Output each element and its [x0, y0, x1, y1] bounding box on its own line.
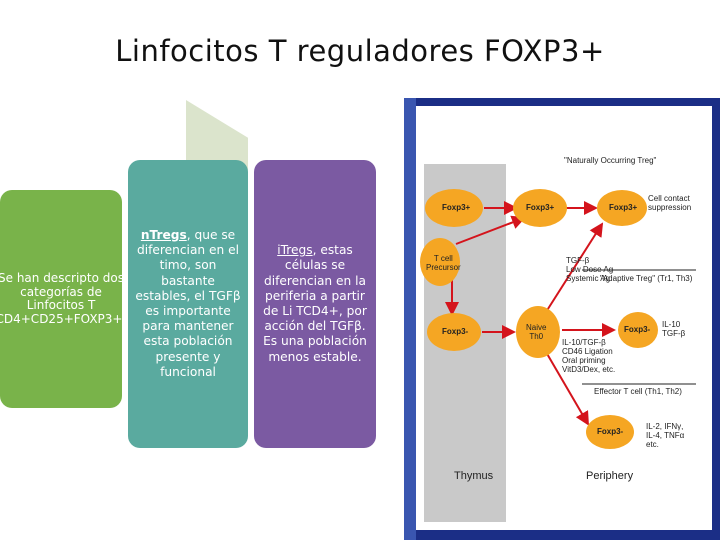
t-cell-precursor-node — [420, 238, 460, 286]
naive-th0-label: Naive Th0 — [526, 323, 547, 341]
itregs-description: , estas células se diferencian en la per… — [263, 243, 367, 364]
ntregs-term: nTregs — [140, 227, 187, 242]
il10-conditions-label: IL-10/TGF-β CD46 Ligation Oral priming V… — [562, 338, 616, 374]
treg-diagram-svg — [420, 164, 696, 522]
categories-text: Se han descripto dos categorías de Linfo… — [0, 271, 127, 326]
foxp3-minus-thymus-node — [427, 313, 481, 351]
thymus-label: Thymus — [454, 470, 494, 482]
t-cell-precursor-label: T cell Precursor — [426, 254, 461, 272]
foxp3-effector-node — [586, 415, 634, 449]
ntregs-box: nTregs, que se diferencian en el timo, s… — [128, 160, 248, 448]
arrow-to-foxp3-adaptive — [545, 222, 604, 313]
arrow-precursor-foxp3-plus — [455, 215, 526, 245]
effector-tcell-label: Effector T cell (Th1, Th2) — [594, 387, 682, 396]
treg-diagram-figure: "Naturally Occurring Treg" Cell contact … — [416, 106, 712, 530]
naive-th0-node — [516, 306, 560, 358]
il10-tgf-label: IL-10 TGF-β — [662, 320, 686, 338]
adaptive-treg-label: "Adaptive Treg" (Tr1, Th3) — [600, 274, 693, 283]
cytokines-label: IL-2, IFNγ, IL-4, TNFα etc. — [646, 422, 685, 449]
foxp3-thymus-label: Foxp3+ — [442, 203, 471, 212]
categories-box: Se han descripto dos categorías de Linfo… — [0, 190, 127, 408]
cell-contact-label: Cell contact suppression — [648, 194, 692, 212]
foxp3-thymus-node — [425, 189, 483, 227]
slide-title: Linfocitos T reguladores FOXP3+ — [115, 34, 605, 68]
foxp3-minus-il10-label: Foxp3- — [624, 325, 651, 334]
foxp3-minus-thymus-label: Foxp3- — [442, 327, 469, 336]
itregs-term: iTregs — [277, 243, 313, 258]
itregs-box: iTregs, estas células se diferencian en … — [254, 160, 376, 448]
arrow-to-effector — [545, 351, 590, 426]
foxp3-minus-il10-node — [618, 312, 658, 348]
foxp3-periphery-label: Foxp3+ — [526, 203, 555, 212]
periphery-label: Periphery — [586, 470, 634, 482]
ntregs-description: , que se diferencian en el timo, son bas… — [135, 227, 241, 379]
itregs-text: iTregs, estas células se diferencian en … — [262, 243, 368, 365]
foxp3-adaptive-node — [597, 190, 647, 226]
foxp3-adaptive-label: Foxp3+ — [609, 203, 638, 212]
tgf-conditions-label: TGF-β Low Dose Ag Systemic Ag — [566, 256, 614, 283]
ntregs-text: nTregs, que se diferencian en el timo, s… — [134, 228, 242, 380]
naturally-occurring-label: "Naturally Occurring Treg" — [564, 156, 657, 165]
foxp3-effector-label: Foxp3- — [597, 427, 624, 436]
foxp3-periphery-node — [513, 189, 567, 227]
figure-frame-strip — [404, 98, 416, 540]
